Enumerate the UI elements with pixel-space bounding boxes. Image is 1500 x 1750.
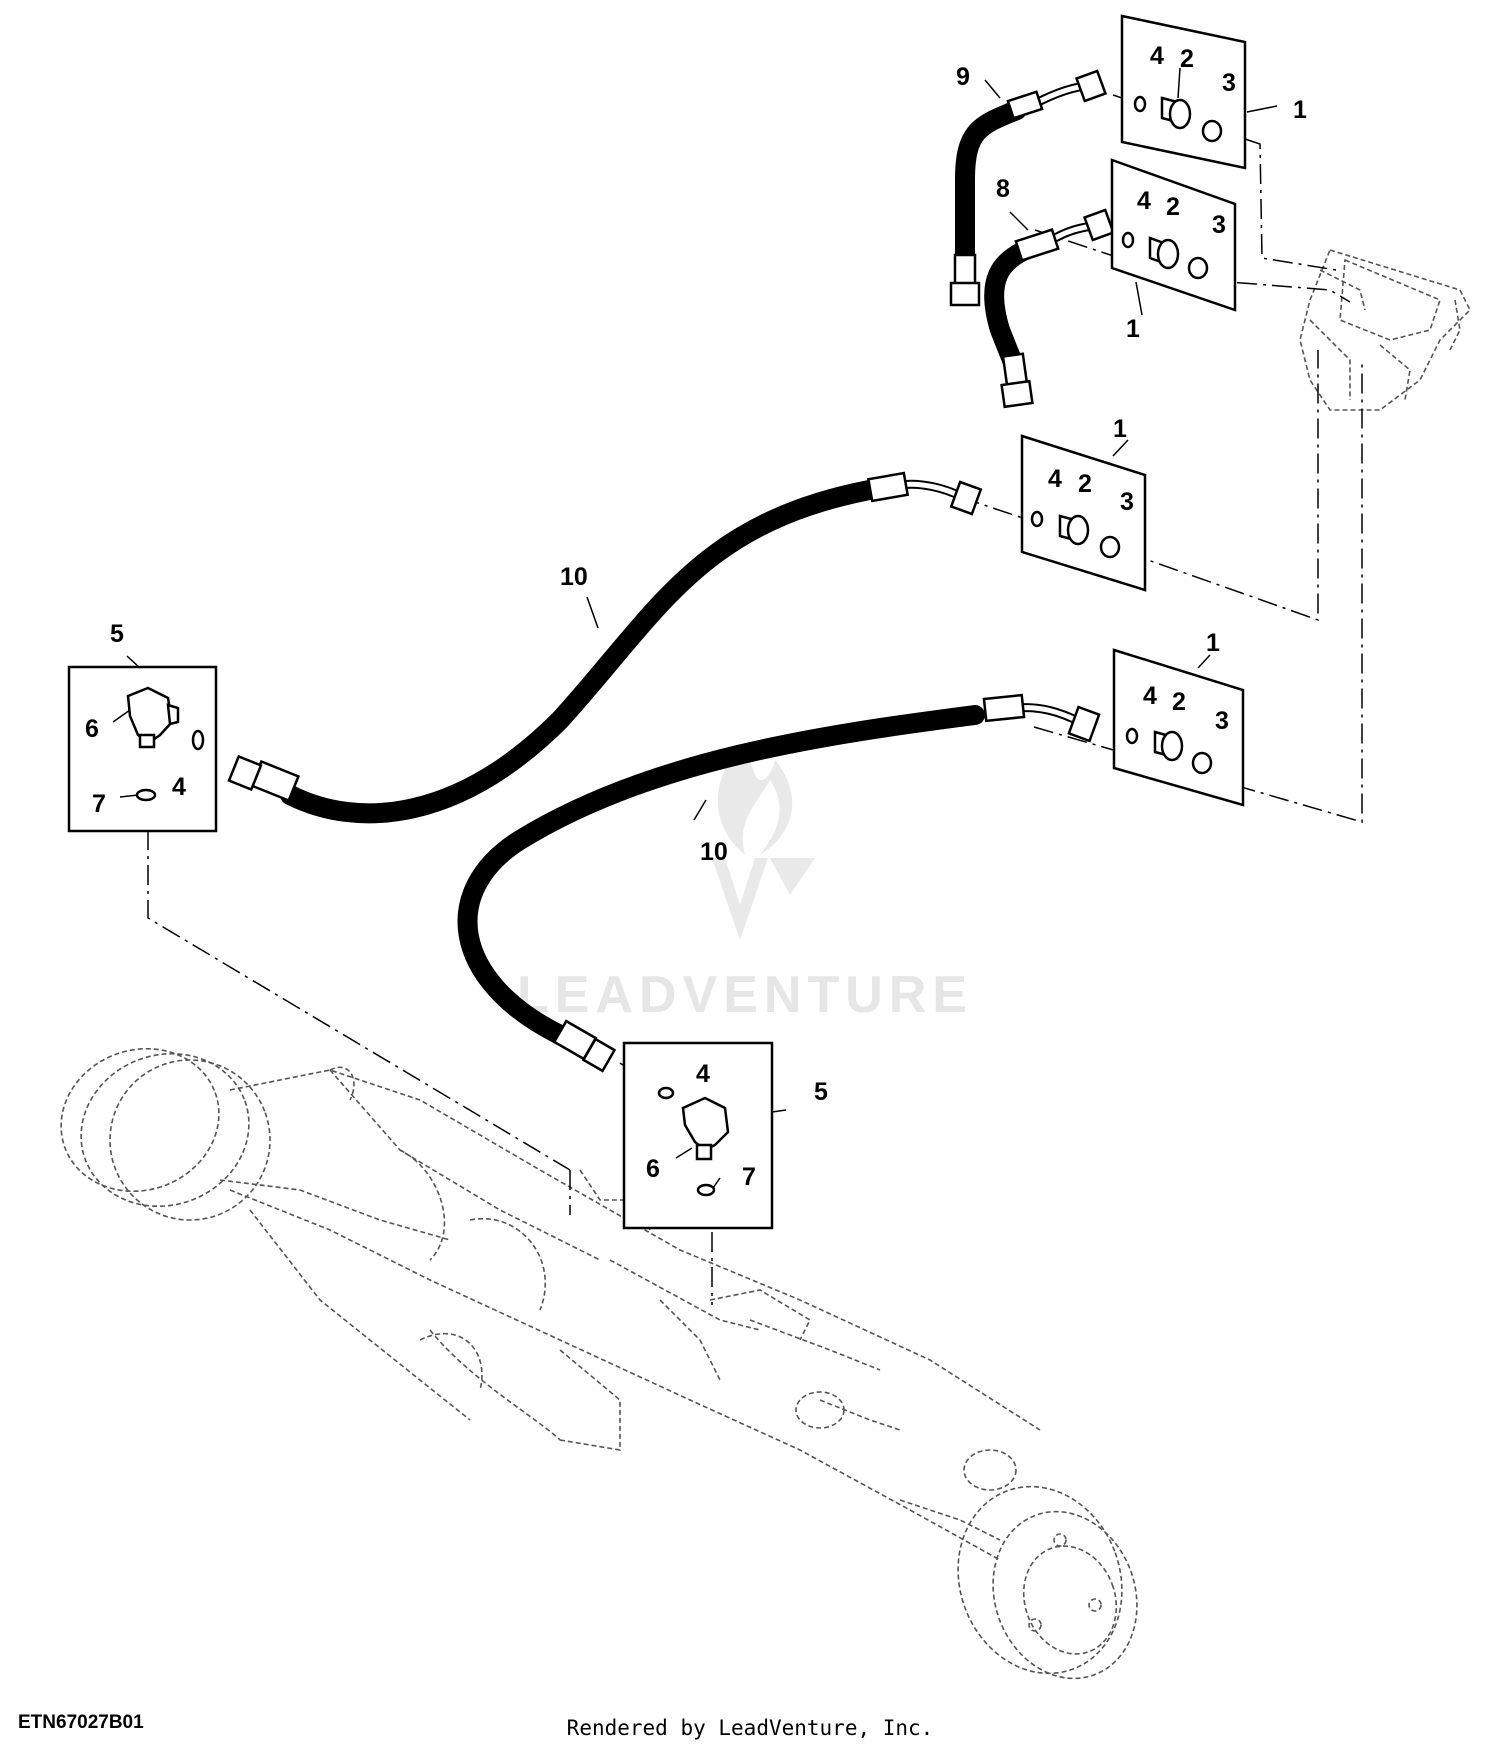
fitting-kit-box-1c [1020, 434, 1147, 592]
callout-4: 4 [1150, 42, 1164, 70]
callout-5: 5 [814, 1078, 828, 1106]
callout-1: 1 [1113, 415, 1127, 443]
callout-4: 4 [1143, 682, 1157, 710]
callout-2: 2 [1078, 470, 1092, 498]
callout-1: 1 [1206, 629, 1220, 657]
callout-leaders [112, 79, 1278, 1189]
fitting-kit-box-1a [1120, 14, 1247, 170]
fitting-kit-box-1d [1112, 648, 1245, 807]
callout-1: 1 [1126, 315, 1140, 343]
callout-4: 4 [696, 1060, 710, 1088]
render-credit: Rendered by LeadVenture, Inc. [566, 1716, 934, 1740]
callout-4: 4 [172, 773, 186, 801]
callout-2: 2 [1180, 45, 1194, 73]
callout-2: 2 [1172, 688, 1186, 716]
elbow-kit-box-5a [67, 665, 218, 833]
valve-block-ghost [1299, 249, 1471, 411]
watermark-logo [712, 745, 815, 940]
callout-4: 4 [1137, 187, 1151, 215]
callout-7: 7 [92, 790, 106, 818]
callout-10: 10 [560, 563, 588, 591]
callout-3: 3 [1222, 69, 1236, 97]
axle-assembly-ghost [60, 1047, 1138, 1680]
callout-9: 9 [956, 63, 970, 91]
fitting-kit-box-1b [1110, 158, 1237, 312]
elbow-kit-box-5b [622, 1041, 774, 1230]
callout-8: 8 [996, 175, 1010, 203]
callout-3: 3 [1215, 707, 1229, 735]
callout-6: 6 [646, 1155, 660, 1183]
callout-labels: 1 1 1 1 2 2 2 2 3 3 3 3 4 4 4 4 4 4 5 5 … [85, 42, 1307, 1191]
callout-4: 4 [1048, 465, 1062, 493]
hose-item-9 [949, 69, 1108, 307]
hose-item-10-upper [227, 471, 983, 824]
callout-2: 2 [1166, 193, 1180, 221]
callout-10: 10 [700, 838, 728, 866]
callout-3: 3 [1212, 211, 1226, 239]
hose-item-8 [984, 208, 1116, 409]
callout-3: 3 [1120, 488, 1134, 516]
hose-item-10-lower [457, 693, 1101, 1073]
callout-1: 1 [1293, 96, 1307, 124]
watermark-text: LEADVENTURE [517, 966, 973, 1024]
figure-id: ETN67027B01 [18, 1712, 144, 1733]
callout-5: 5 [110, 620, 124, 648]
callout-6: 6 [85, 715, 99, 743]
callout-7: 7 [742, 1163, 756, 1191]
